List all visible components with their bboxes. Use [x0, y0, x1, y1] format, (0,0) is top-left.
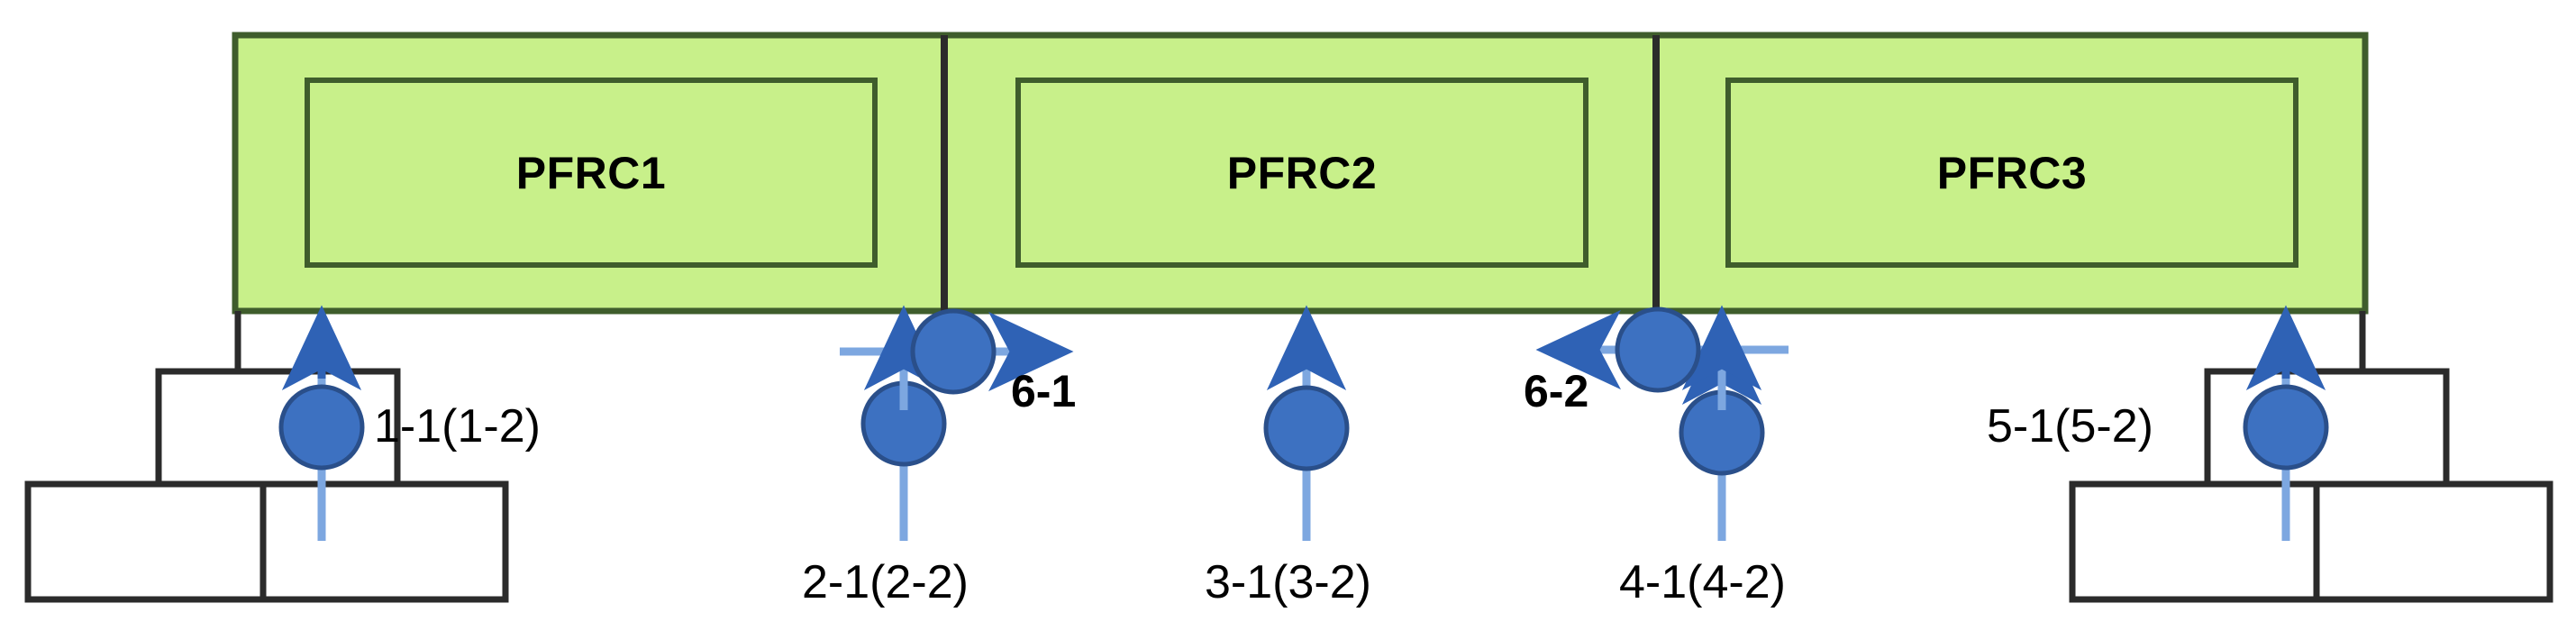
sensor-3-group[interactable]	[1263, 305, 1350, 541]
sensor-label-1-1: 1-1(1-2)	[374, 400, 541, 453]
sensor-label-4-1: 4-1(4-2)	[1619, 556, 1786, 608]
beam-group	[232, 32, 2369, 315]
sensor-1-marker[interactable]	[278, 384, 365, 471]
sensor-6-2-marker[interactable]	[1615, 306, 1701, 393]
sensor-label-6-2: 6-2	[1524, 366, 1589, 416]
support-left-lower-block	[24, 480, 509, 603]
sensor-label-3-1: 3-1(3-2)	[1205, 556, 1371, 608]
support-right-group	[2069, 311, 2553, 603]
sensor-6-1-group[interactable]	[840, 305, 1074, 410]
beam-segment-label-pfrc3: PFRC3	[1936, 148, 2088, 198]
sensor-label-5-1: 5-1(5-2)	[1987, 400, 2153, 453]
sensor-3-marker[interactable]	[1263, 385, 1350, 471]
sensor-6-1-marker[interactable]	[910, 308, 997, 395]
sensor-5-marker[interactable]	[2243, 384, 2329, 471]
sensor-6-2-group[interactable]	[1535, 305, 1789, 410]
sensor-label-2-1: 2-1(2-2)	[802, 556, 969, 608]
beam-panel-pfrc2	[1015, 78, 1588, 268]
beam-panel-pfrc1	[305, 78, 878, 268]
sensor-label-6-1: 6-1	[1011, 366, 1077, 416]
sensor-5-group[interactable]	[2243, 305, 2329, 541]
support-left-group	[24, 311, 509, 603]
beam-segment-label-pfrc2: PFRC2	[1226, 148, 1378, 198]
beam-panel-pfrc3	[1725, 78, 2298, 268]
sensor-1-group[interactable]	[278, 305, 365, 541]
beam-segment-label-pfrc1: PFRC1	[515, 148, 667, 198]
support-right-lower-block	[2069, 480, 2553, 603]
